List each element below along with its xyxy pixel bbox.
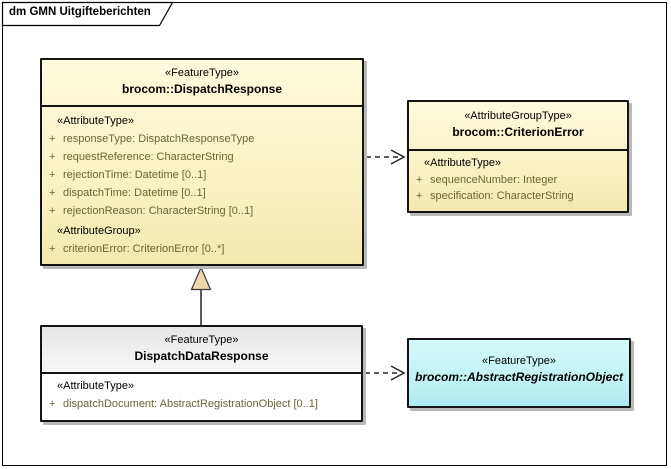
class-header: «FeatureType» brocom::DispatchResponse	[42, 60, 362, 105]
attribute-text: specification: CharacterString	[430, 190, 574, 202]
attribute-stereotype: «AttributeType»	[424, 157, 502, 169]
attribute-row[interactable]: + sequenceNumber: Integer	[409, 172, 627, 188]
visibility-plus: +	[49, 133, 56, 145]
class-dispatch-data-response[interactable]: «FeatureType» DispatchDataResponse «Attr…	[40, 325, 363, 422]
class-stereotype: «FeatureType»	[164, 334, 239, 346]
class-dispatch-response[interactable]: «FeatureType» brocom::DispatchResponse «…	[40, 58, 364, 266]
attribute-row[interactable]: + responseType: DispatchResponseType	[42, 130, 362, 148]
class-stereotype: «AttributeGroupType»	[464, 110, 572, 122]
visibility-plus: +	[416, 190, 423, 202]
attribute-text: dispatchTime: Datetime [0..1]	[63, 187, 206, 199]
class-stereotype: «FeatureType»	[482, 355, 556, 367]
attribute-text: criterionError: CriterionError [0..*]	[63, 243, 225, 255]
attribute-text: requestReference: CharacterString	[63, 151, 234, 163]
class-abstract-registration-object[interactable]: «FeatureType» brocom::AbstractRegistrati…	[407, 338, 631, 408]
class-stereotype: «FeatureType»	[165, 67, 239, 79]
attribute-row[interactable]: + rejectionReason: CharacterString [0..1]	[42, 202, 362, 220]
attribute-row[interactable]: + dispatchDocument: AbstractRegistrationO…	[42, 395, 361, 413]
dependency-arrow-criterion-error[interactable]	[366, 149, 406, 165]
attribute-text: rejectionReason: CharacterString [0..1]	[63, 205, 254, 217]
diagram-title: dm GMN Uitgifteberichten	[9, 6, 151, 18]
attribute-text: responseType: DispatchResponseType	[63, 133, 255, 145]
attributes-compartment: «AttributeType» + responseType: DispatchR…	[42, 105, 362, 258]
visibility-plus: +	[49, 243, 56, 255]
class-header: «AttributeGroupType» brocom::CriterionEr…	[409, 102, 627, 149]
dependency-arrow-abstract-registration-object[interactable]	[365, 365, 406, 381]
visibility-plus: +	[49, 169, 56, 181]
attribute-row[interactable]: + criterionError: CriterionError [0..*]	[42, 240, 362, 258]
class-criterion-error[interactable]: «AttributeGroupType» brocom::CriterionEr…	[407, 100, 629, 213]
class-name: brocom::CriterionError	[452, 125, 584, 139]
attribute-row[interactable]: + dispatchTime: Datetime [0..1]	[42, 184, 362, 202]
diagram-title-tab	[1, 1, 174, 27]
visibility-plus: +	[49, 151, 56, 163]
class-header: «FeatureType» DispatchDataResponse	[42, 327, 361, 372]
class-name: brocom::AbstractRegistrationObject	[414, 370, 624, 384]
visibility-plus: +	[49, 205, 56, 217]
attribute-stereotype: «AttributeType»	[57, 380, 135, 392]
visibility-plus: +	[49, 398, 56, 410]
class-name: DispatchDataResponse	[134, 349, 269, 363]
attribute-row[interactable]: + specification: CharacterString	[409, 188, 627, 204]
attribute-text: rejectionTime: Datetime [0..1]	[63, 169, 207, 181]
attributes-compartment: «AttributeType» + sequenceNumber: Integer…	[409, 149, 627, 204]
visibility-plus: +	[49, 187, 56, 199]
attribute-group-stereotype: «AttributeGroup»	[57, 225, 141, 237]
visibility-plus: +	[416, 174, 423, 186]
class-header: «FeatureType» brocom::AbstractRegistrati…	[409, 340, 629, 386]
attribute-row[interactable]: + rejectionTime: Datetime [0..1]	[42, 166, 362, 184]
attribute-row[interactable]: + requestReference: CharacterString	[42, 148, 362, 166]
attributes-compartment: «AttributeType» + dispatchDocument: Abstr…	[42, 372, 361, 413]
class-name: brocom::DispatchResponse	[121, 82, 283, 96]
attribute-stereotype: «AttributeType»	[57, 115, 135, 127]
attribute-text: sequenceNumber: Integer	[430, 174, 558, 186]
attribute-text: dispatchDocument: AbstractRegistrationOb…	[63, 398, 318, 410]
generalization-arrow[interactable]	[190, 265, 212, 326]
